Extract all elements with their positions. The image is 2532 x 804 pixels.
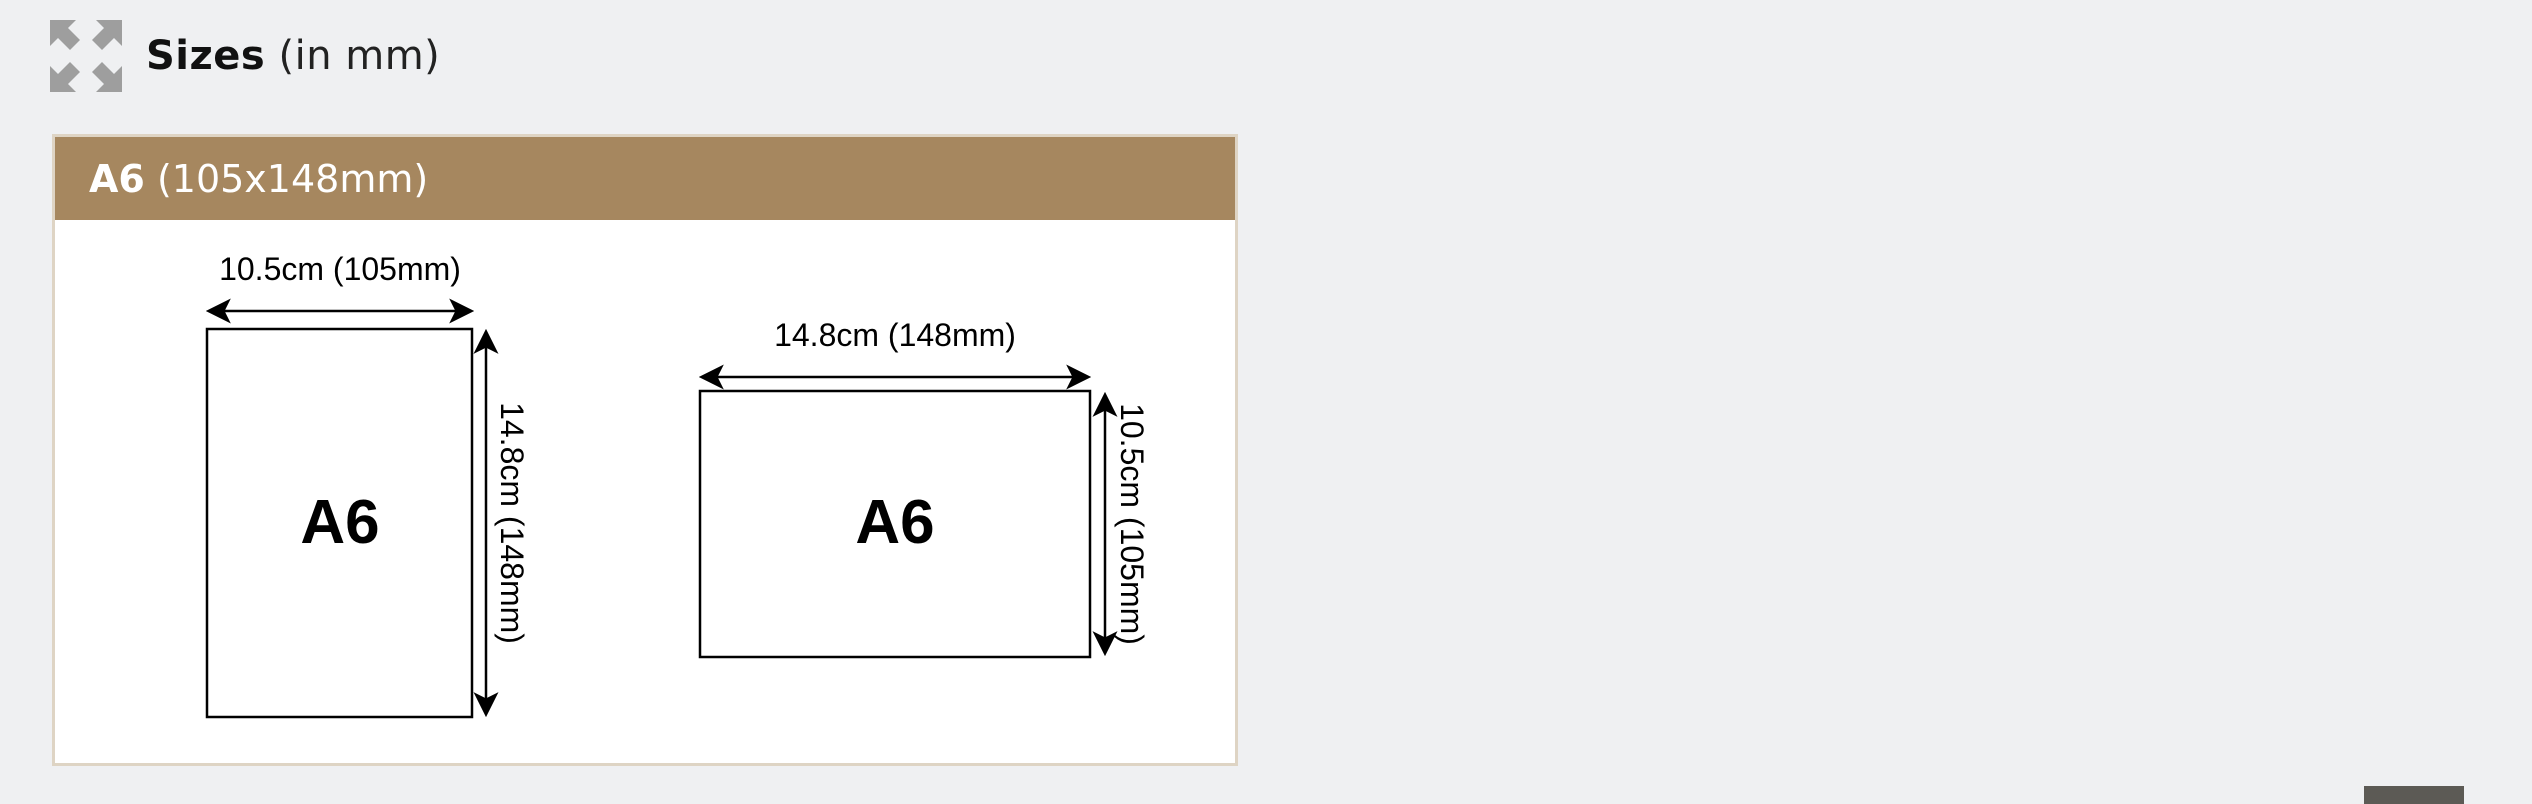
landscape-sheet-label: A6 (855, 488, 934, 557)
landscape-width-label: 14.8cm (148mm) (774, 317, 1016, 353)
portrait-height-label: 14.8cm (148mm) (494, 402, 530, 644)
landscape-sheet: 14.8cm (148mm) A6 10.5cm (105mm) (698, 317, 1150, 659)
portrait-width-label: 10.5cm (105mm) (219, 251, 461, 287)
size-card: A6 (105x148mm) 10.5cm (105mm) A6 14.8cm … (52, 134, 1238, 766)
expand-arrows-icon (50, 20, 122, 92)
card-title: A6 (105x148mm) (89, 157, 428, 201)
section-header: Sizes (in mm) (50, 20, 440, 92)
section-title: Sizes (in mm) (146, 33, 440, 79)
portrait-sheet-label: A6 (300, 488, 379, 557)
card-title-light: (105x148mm) (156, 156, 429, 201)
section-title-light: (in mm) (278, 33, 441, 79)
card-title-bold: A6 (89, 156, 145, 201)
card-header: A6 (105x148mm) (55, 137, 1235, 220)
section-title-bold: Sizes (146, 33, 266, 79)
landscape-rect (698, 389, 1092, 659)
size-diagram: 10.5cm (105mm) A6 14.8cm (148mm) 14.8cm … (205, 251, 1150, 719)
landscape-height-label: 10.5cm (105mm) (1114, 403, 1150, 645)
scroll-top-button[interactable] (2364, 786, 2464, 804)
portrait-rect (205, 327, 474, 719)
portrait-sheet: 10.5cm (105mm) A6 14.8cm (148mm) (205, 251, 530, 719)
